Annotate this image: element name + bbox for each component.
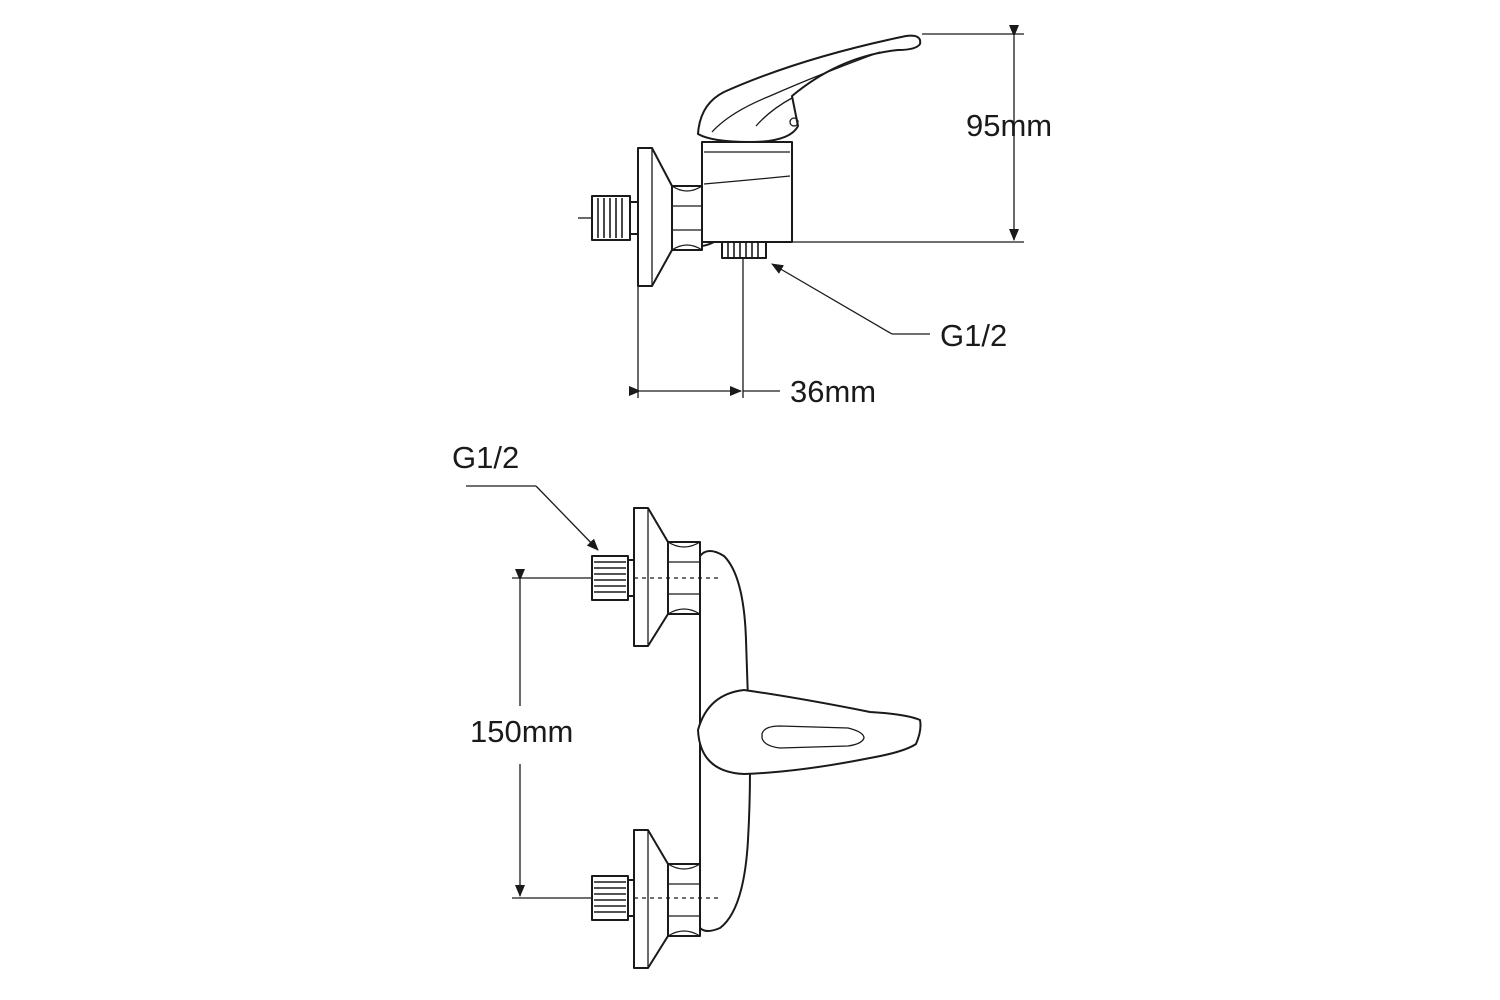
side-inlet-connector <box>578 195 639 241</box>
front-view: G1/2 150mm <box>452 440 922 969</box>
side-view: 95mm G1/2 36mm <box>578 25 1052 409</box>
outlet-thread-label: G1/2 <box>940 318 1007 353</box>
spacing-dimension: 150mm <box>470 569 720 899</box>
side-wall-flange <box>637 147 673 287</box>
height-dimension: 95mm <box>792 25 1052 243</box>
inlet-thread-label: G1/2 <box>452 440 519 475</box>
front-lower-hex-nut <box>667 863 701 937</box>
front-lever-handle <box>697 689 922 775</box>
spacing-dimension-label: 150mm <box>470 714 573 749</box>
height-dimension-label: 95mm <box>966 108 1052 143</box>
outlet-thread-leader: G1/2 <box>771 263 1007 353</box>
side-lever-handle <box>697 34 922 143</box>
depth-dimension: 36mm <box>629 258 876 409</box>
front-lower-flange <box>633 829 669 969</box>
front-upper-flange <box>633 507 669 647</box>
side-outlet-thread <box>721 241 767 259</box>
front-lower-inlet <box>591 875 635 921</box>
front-upper-inlet <box>591 555 635 601</box>
side-hex-nut <box>671 185 703 251</box>
side-mixer-body <box>701 141 793 243</box>
inlet-thread-leader: G1/2 <box>452 440 599 551</box>
depth-dimension-label: 36mm <box>790 374 876 409</box>
